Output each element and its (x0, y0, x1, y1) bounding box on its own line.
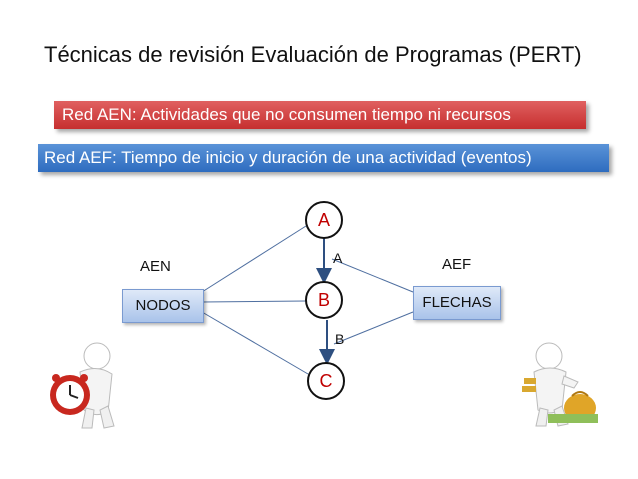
node-b: B (305, 281, 343, 319)
person-with-money-icon (522, 342, 598, 427)
nodos-box: NODOS (122, 289, 204, 323)
arrow-label-a: A (333, 250, 343, 266)
person-with-clock-icon (50, 342, 115, 429)
flechas-box: FLECHAS (413, 286, 501, 320)
aef-banner: Red AEF: Tiempo de inicio y duración de … (38, 144, 609, 172)
node-c: C (307, 362, 345, 400)
aen-label: AEN (140, 258, 171, 275)
connector-flechas-arrow-b (333, 311, 414, 345)
connector-nodos-b (201, 300, 307, 303)
slide-title: Técnicas de revisión Evaluación de Progr… (44, 42, 582, 67)
connector-flechas-arrow-a (331, 258, 414, 293)
node-a: A (305, 201, 343, 239)
aef-label: AEF (442, 256, 472, 273)
connector-nodos-c (201, 311, 309, 375)
arrow-label-b: B (335, 331, 345, 347)
connector-nodos-a (201, 225, 307, 293)
aen-banner: Red AEN: Actividades que no consumen tie… (54, 101, 586, 129)
